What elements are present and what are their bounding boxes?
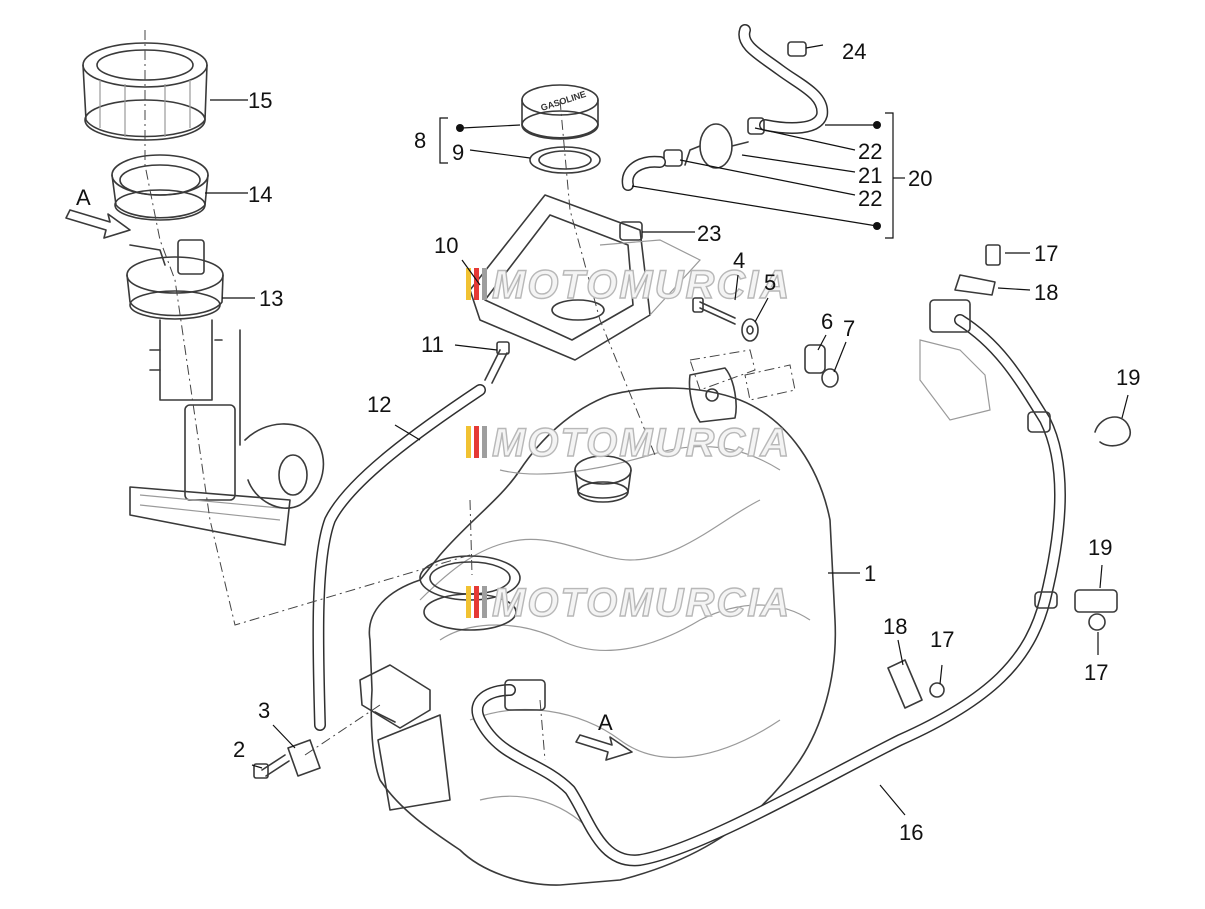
fuel-tank [359, 367, 837, 886]
leader-lines [205, 44, 1129, 816]
callout-17-top: 17 [1034, 241, 1058, 266]
callout-14: 14 [248, 182, 272, 207]
breather-hose [471, 299, 1066, 867]
callout-12: 12 [367, 392, 391, 417]
callout-8: 8 [414, 128, 426, 153]
fuel-cap: GASOLINE [521, 84, 599, 140]
callout-22-bottom: 22 [858, 186, 882, 211]
lower-fasteners [253, 739, 321, 779]
callout-17-bottom: 17 [1084, 660, 1108, 685]
callout-17-mid: 17 [930, 627, 954, 652]
drain-hose [312, 384, 486, 731]
vent-hose-assembly [619, 24, 829, 241]
callout-21: 21 [858, 163, 882, 188]
callout-19-bottom: 19 [1088, 535, 1112, 560]
hose-fitting [484, 341, 510, 384]
watermark-text-mid: MOTOMURCIA [492, 421, 791, 465]
callout-labels: 1 2 3 4 5 6 7 8 9 10 11 12 13 14 15 16 1… [233, 39, 1140, 845]
callout-7: 7 [843, 316, 855, 341]
callout-13: 13 [259, 286, 283, 311]
view-arrow-a-top [65, 209, 131, 239]
callout-11: 11 [421, 332, 444, 357]
callout-18-bottom: 18 [883, 614, 907, 639]
callout-5: 5 [764, 270, 776, 295]
watermark-logo-mid: MOTOMURCIA [466, 420, 791, 466]
callout-9: 9 [452, 140, 464, 165]
watermark-logo-bottom: MOTOMURCIA [466, 580, 791, 626]
view-marker-a-top: A [76, 185, 91, 210]
filler-cup [469, 194, 701, 361]
callout-15: 15 [248, 88, 272, 113]
cap-gasket [529, 146, 601, 174]
watermark-text-top: MOTOMURCIA [492, 263, 791, 307]
view-arrow-a-bottom [575, 734, 633, 761]
callout-3: 3 [258, 698, 270, 723]
callout-19-top: 19 [1116, 365, 1140, 390]
watermark-logo-top: MOTOMURCIA [466, 262, 791, 308]
callout-24: 24 [842, 39, 866, 64]
fuel-pump-assembly [126, 239, 325, 546]
view-marker-a-bottom: A [598, 710, 613, 735]
callout-16: 16 [899, 820, 923, 845]
mounting-hardware [689, 297, 839, 401]
callout-20: 20 [908, 166, 932, 191]
callout-10: 10 [434, 233, 458, 258]
callout-18-top: 18 [1034, 280, 1058, 305]
cap-marking: GASOLINE [539, 89, 587, 113]
callout-6: 6 [821, 309, 833, 334]
assembly-lines [144, 30, 656, 761]
seal-ring [111, 154, 209, 221]
callout-23: 23 [697, 221, 721, 246]
callout-1: 1 [864, 561, 876, 586]
callout-22-top: 22 [858, 139, 882, 164]
callout-4: 4 [733, 248, 745, 273]
clamp-hardware [887, 244, 1131, 709]
callout-2: 2 [233, 737, 245, 762]
watermark-text-bottom: MOTOMURCIA [492, 581, 791, 625]
